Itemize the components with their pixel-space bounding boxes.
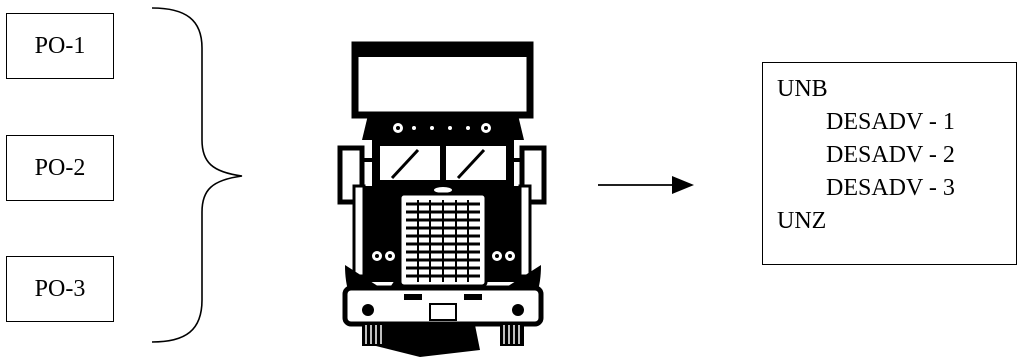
edi-interchange-box: UNB DESADV - 1 DESADV - 2 DESADV - 3 UNZ bbox=[762, 62, 1017, 265]
arrow-right-icon bbox=[598, 176, 694, 194]
desadv-message-2: DESADV - 2 bbox=[777, 139, 1016, 172]
interchange-header: UNB bbox=[777, 73, 1016, 106]
truck-icon bbox=[340, 45, 544, 357]
interchange-trailer: UNZ bbox=[777, 205, 1016, 238]
desadv-message-1: DESADV - 1 bbox=[777, 106, 1016, 139]
curly-brace-icon bbox=[152, 8, 242, 342]
desadv-message-3: DESADV - 3 bbox=[777, 172, 1016, 205]
